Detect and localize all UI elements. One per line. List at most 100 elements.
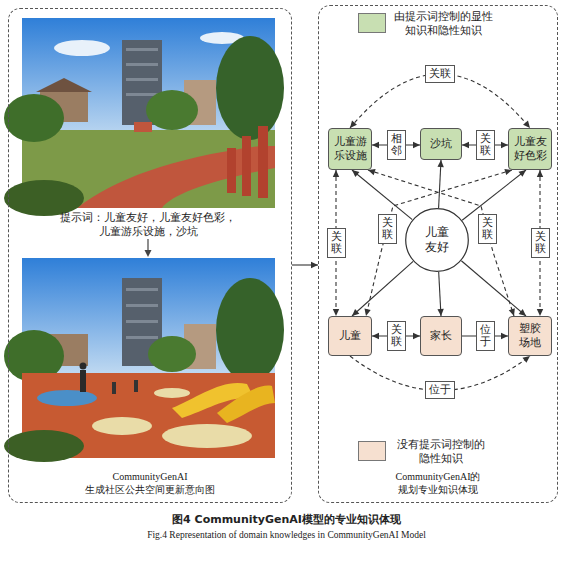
person [80, 370, 86, 392]
play-structure [134, 122, 152, 132]
legend-swatch [358, 441, 386, 461]
legend-text: 由提示词控制的显性知识和隐性知识 [393, 10, 493, 39]
hedge [4, 430, 84, 462]
edge-label: 关联 [425, 65, 455, 83]
left-panel: CommunityGenAI 生成社区公共空间更新意向图 [8, 8, 292, 503]
arrowhead [333, 309, 339, 316]
edge-label: 关联 [531, 228, 550, 258]
building-stripe [126, 288, 158, 291]
arrowhead [413, 142, 420, 148]
arrowhead [519, 309, 526, 316]
panel-caption: CommunityGenAI 生成社区公共空间更新意向图 [75, 470, 225, 496]
building-stripe [126, 304, 158, 307]
connector [352, 170, 412, 220]
photo-after [4, 258, 284, 462]
node-text: 儿童友好色彩 [514, 135, 547, 163]
hedge [4, 180, 84, 216]
red-post [258, 126, 268, 198]
edge-label: 关联 [387, 321, 406, 351]
yellow-slide [217, 386, 275, 423]
prompt-knowledge-box: 儿童游乐设施 [328, 128, 372, 170]
edge-label: 关联 [478, 214, 497, 244]
implicit-knowledge-box: 家长 [420, 316, 462, 356]
cloud [54, 40, 110, 56]
arrowhead [311, 262, 318, 268]
arrowhead [333, 170, 339, 177]
connector-line [368, 170, 514, 316]
node-text: 儿童 [339, 329, 361, 343]
arrowhead [523, 121, 530, 128]
pale-circle [162, 424, 252, 448]
building-stripe [126, 93, 158, 96]
connector [462, 170, 526, 220]
arrowhead [501, 142, 508, 148]
arrowhead [352, 170, 359, 177]
node-text: 塑胶场地 [519, 322, 541, 350]
photo-before [4, 18, 284, 216]
person-head [80, 363, 87, 370]
edge-label: 位于 [476, 321, 495, 351]
pale-circle [92, 417, 152, 435]
legend-text: 没有提示词控制的隐性知识 [395, 438, 487, 467]
edge-label: 关联 [476, 130, 495, 160]
tree [4, 94, 64, 142]
connector-line [352, 170, 412, 220]
node-text: 家长 [430, 329, 452, 343]
down-arrow-head [145, 250, 152, 257]
connector [352, 261, 413, 316]
node-text: 沙坑 [430, 137, 452, 151]
panel-caption: CommunityGenAI的 规划专业知识体现 [363, 470, 513, 496]
red-post [242, 136, 251, 196]
arrowhead [437, 309, 443, 316]
connector [437, 160, 443, 208]
figure-caption: 图4 CommunityGenAI模型的专业知识体现 [0, 512, 573, 527]
building-stripe [126, 48, 158, 51]
red-post [227, 148, 236, 193]
prompt-text: 提示词：儿童友好，儿童友好色彩，儿童游乐设施，沙坑 [58, 211, 238, 240]
center-circle: 儿童友好 [405, 208, 469, 272]
building-stripe [126, 78, 158, 81]
legend-swatch [358, 13, 386, 33]
circle-shape [406, 209, 469, 272]
child [112, 382, 116, 394]
roof [36, 78, 92, 92]
arrowhead [364, 308, 370, 316]
connector-line [462, 170, 526, 220]
connector [364, 169, 512, 316]
arrowhead [413, 333, 420, 339]
tree [146, 90, 198, 130]
arrowhead [437, 160, 443, 167]
edge-label: 关联 [327, 228, 346, 258]
connector [461, 261, 526, 316]
building-stripe [126, 63, 158, 66]
connector [292, 262, 318, 268]
edge-label: 相邻 [387, 130, 406, 160]
arrowhead [537, 309, 543, 316]
node-text: 儿童友好 [425, 225, 449, 255]
child [134, 380, 138, 392]
implicit-knowledge-box: 塑胶场地 [508, 316, 552, 356]
prompt-knowledge-box: 沙坑 [420, 128, 462, 160]
arrowhead [519, 170, 526, 177]
building-stripe [126, 336, 158, 339]
arrowhead [372, 333, 379, 339]
arrowhead [522, 356, 530, 363]
edge-label: 位于 [425, 381, 455, 399]
blue-patch [37, 390, 97, 406]
arrowhead [368, 169, 376, 175]
arrowhead [537, 170, 543, 177]
tree [216, 36, 284, 140]
connector-line [439, 160, 441, 208]
down-arrow-shaft [147, 239, 148, 251]
arrowhead [350, 121, 357, 128]
arrowhead [509, 308, 515, 316]
connector-line [352, 261, 413, 316]
node-text: 儿童游乐设施 [334, 135, 367, 163]
arrowhead [372, 142, 379, 148]
edge-label: 关联 [378, 214, 397, 244]
tree [216, 278, 284, 382]
